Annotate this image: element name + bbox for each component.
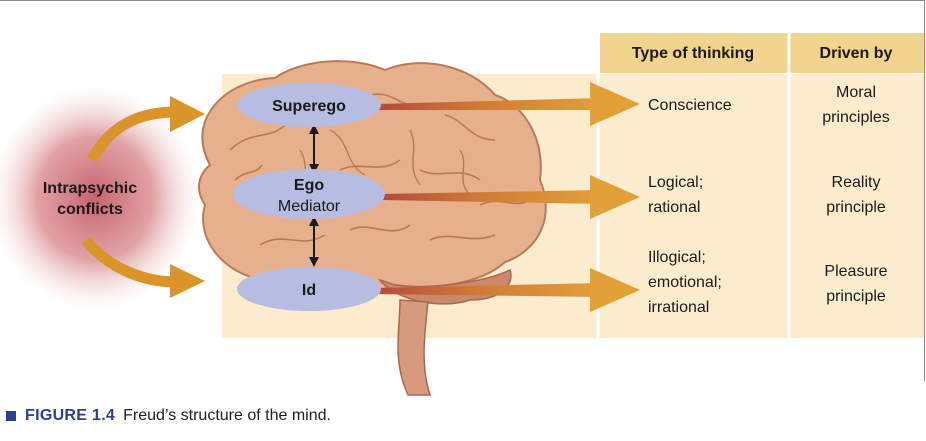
ego-sublabel: Mediator: [278, 198, 341, 215]
superego-label: Superego: [272, 98, 346, 115]
id-type-of-thinking-line1: Illogical;: [648, 249, 706, 266]
ego-label: Ego: [294, 177, 324, 194]
conflicts-label-line1: Intrapsychic: [43, 180, 137, 197]
id-driven-by-line2: principle: [826, 288, 886, 305]
ego-driven-by-line2: principle: [826, 199, 886, 216]
conflicts-label-line2: conflicts: [57, 201, 123, 218]
id-driven-by-line1: Pleasure: [824, 263, 887, 280]
figure-caption: FIGURE 1.4 Freud’s structure of the mind…: [6, 407, 331, 425]
id-label: Id: [302, 282, 316, 299]
caption-square-icon: [6, 411, 16, 421]
conflict-arrowhead-upper: [170, 96, 205, 132]
conflict-arrowhead-lower: [170, 264, 205, 298]
ego-type-of-thinking-line1: Logical;: [648, 174, 703, 191]
driven-by-header: Driven by: [820, 45, 893, 62]
id-type-of-thinking-line2: emotional;: [648, 274, 722, 291]
superego-driven-by-line2: principles: [822, 109, 890, 126]
freud-mind-diagram: Superego Ego Mediator Id Intrapsychic co…: [0, 0, 926, 400]
id-type-of-thinking-line3: irrational: [648, 299, 709, 316]
caption-text: Freud’s structure of the mind.: [123, 407, 331, 425]
superego-type-of-thinking: Conscience: [648, 97, 732, 114]
figure-number: FIGURE 1.4: [25, 407, 115, 425]
ego-driven-by-line1: Reality: [832, 174, 881, 191]
ego-type-of-thinking-line2: rational: [648, 199, 700, 216]
superego-driven-by-line1: Moral: [836, 84, 876, 101]
type-of-thinking-header: Type of thinking: [632, 45, 754, 62]
